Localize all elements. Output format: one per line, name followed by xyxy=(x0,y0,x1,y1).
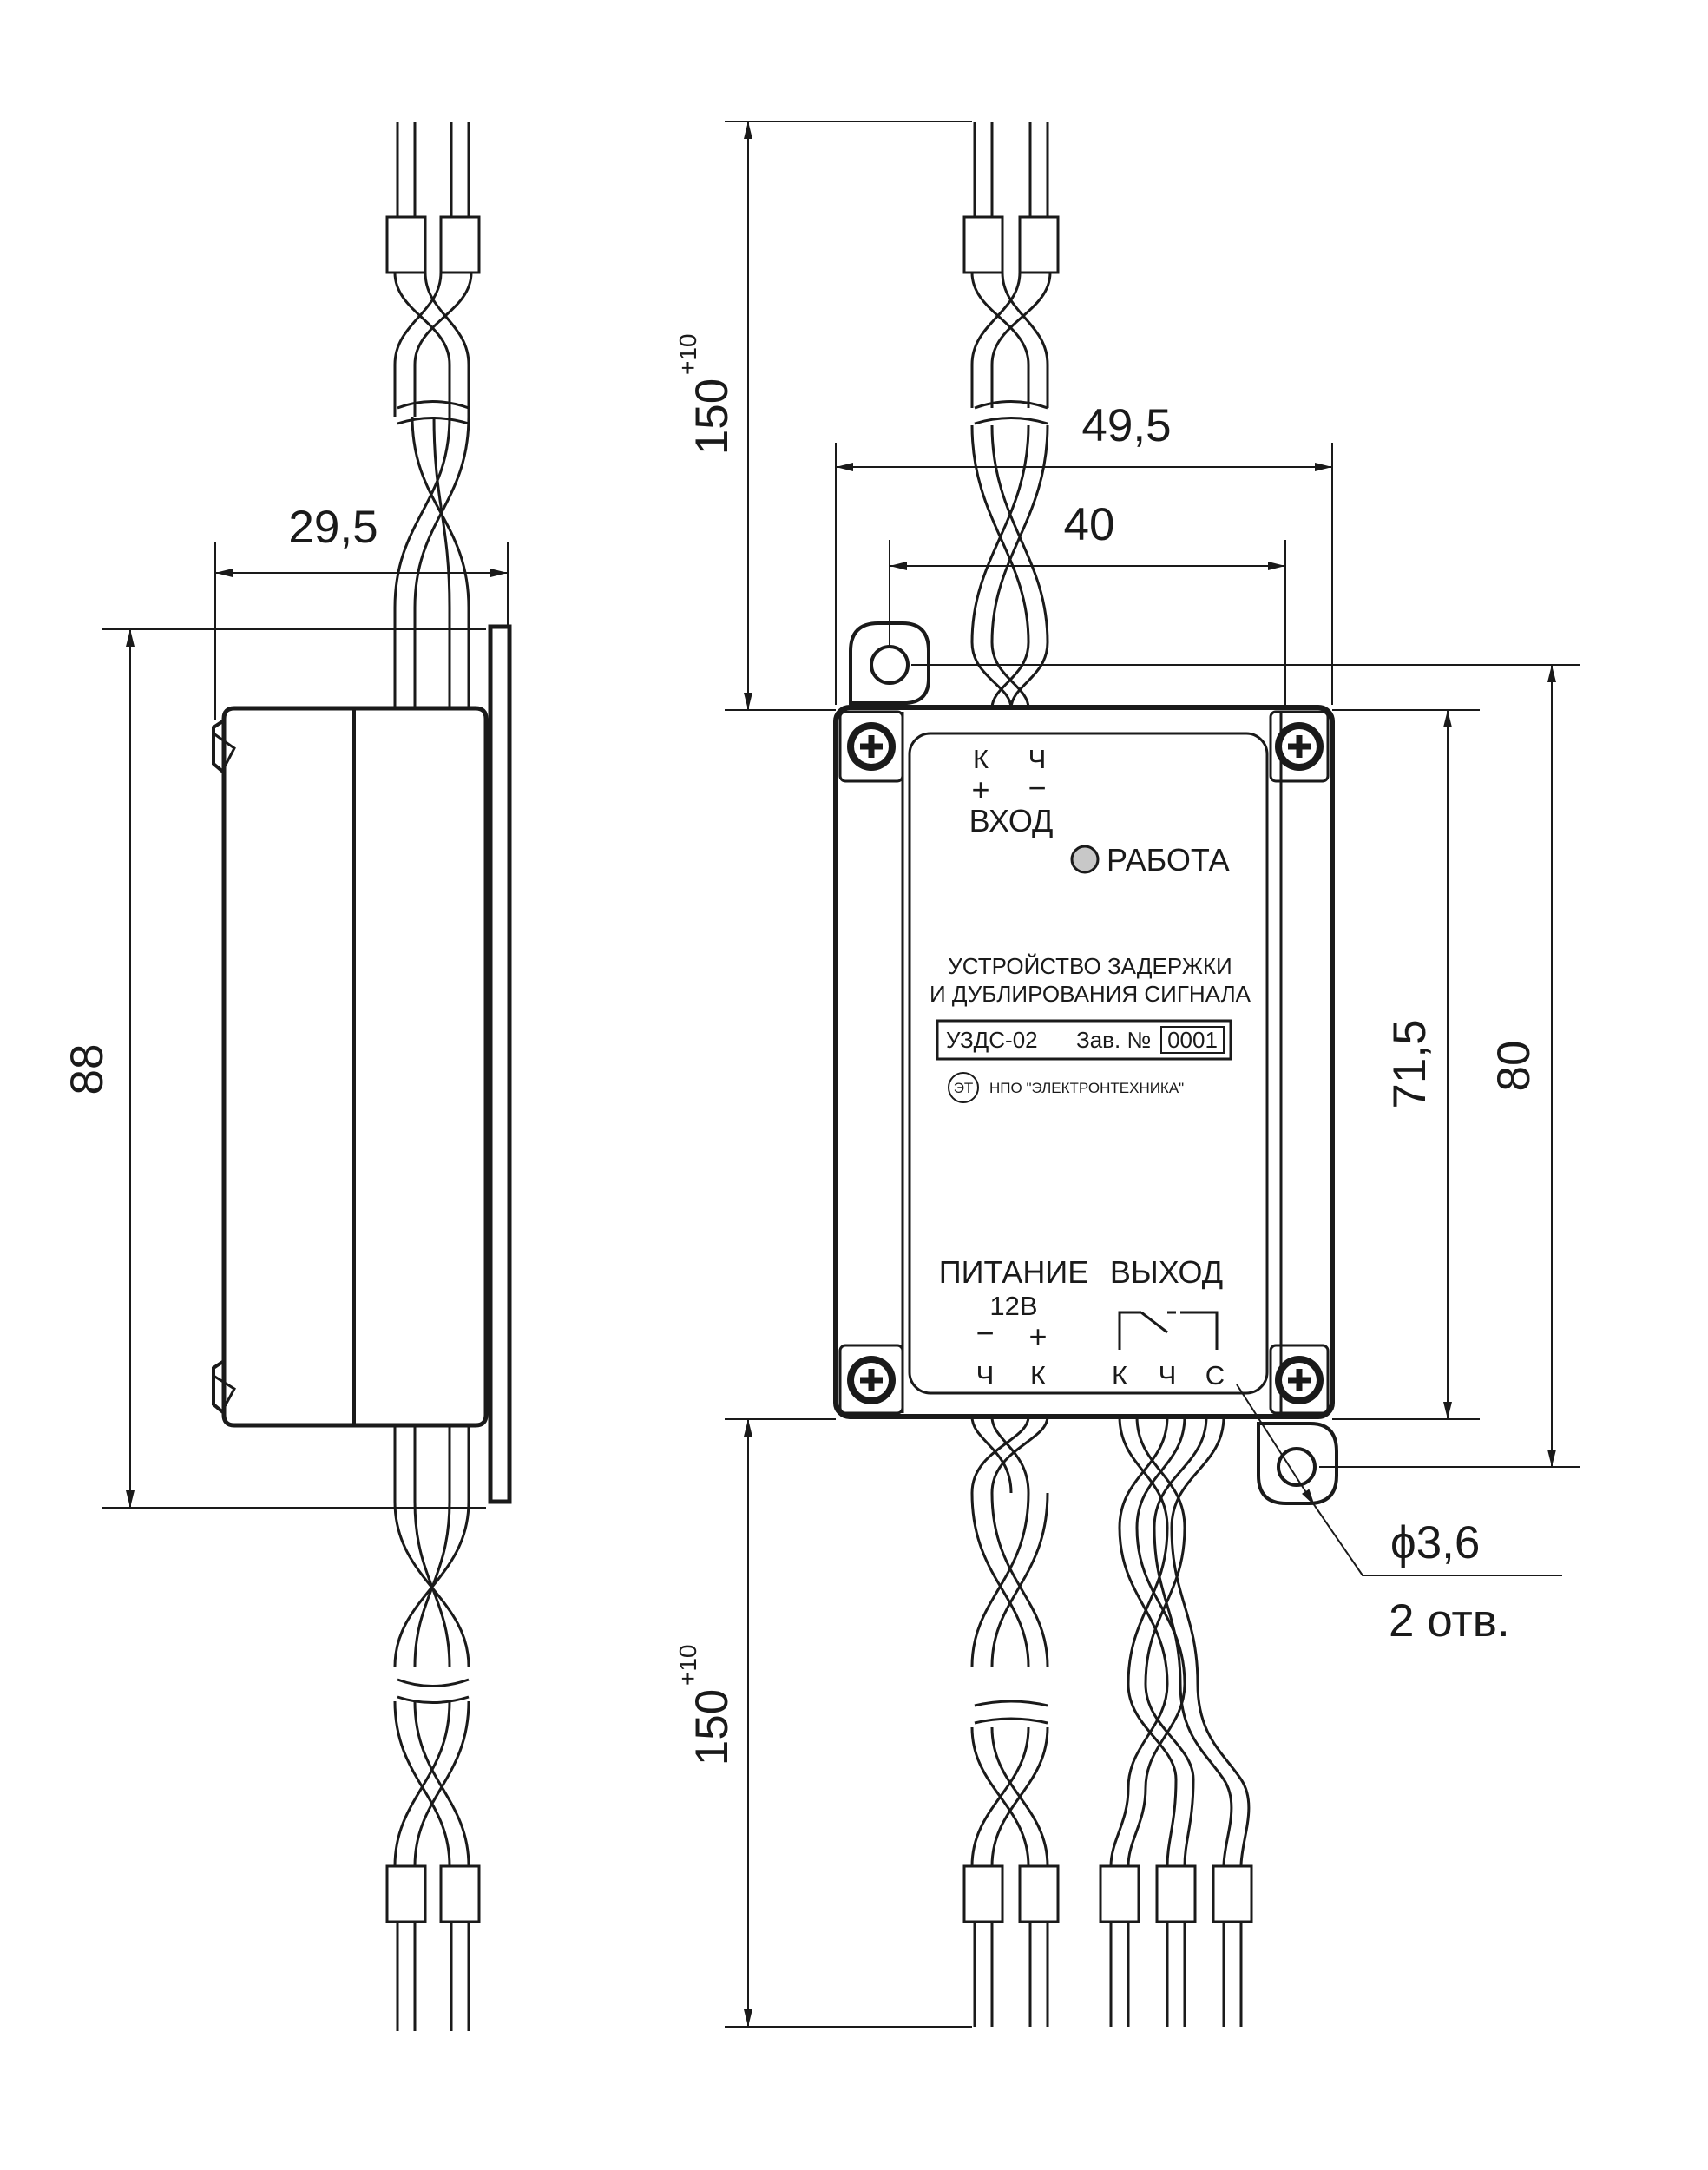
hole-diameter-label: ϕ3,6 xyxy=(1390,1517,1480,1568)
status-led-label: РАБОТА xyxy=(1107,842,1230,878)
mount-height-label: 80 xyxy=(1488,1041,1540,1092)
dimension-body-height: 71,5 xyxy=(1332,709,1480,1420)
power-terminal-k: К xyxy=(1030,1360,1046,1391)
screw-top-right-icon xyxy=(1275,722,1324,771)
input-section: К Ч + − ВХОД xyxy=(969,744,1054,838)
power-ferrule-left xyxy=(962,1864,1004,1923)
screw-top-left-icon xyxy=(847,722,896,771)
relay-contact-icon xyxy=(1118,1311,1219,1350)
overall-width-label: 49,5 xyxy=(1081,400,1171,451)
serial-box xyxy=(1160,1026,1225,1054)
manufacturer-name: НПО "ЭЛЕКТРОНТЕХНИКА" xyxy=(989,1080,1184,1096)
side-height-label: 88 xyxy=(62,1044,113,1095)
output-label: ВЫХОД xyxy=(1110,1254,1223,1290)
output-section: ВЫХОД К Ч С xyxy=(1110,1254,1225,1391)
serial-label: Зав. № xyxy=(1076,1027,1151,1053)
body-height-label: 71,5 xyxy=(1384,1019,1435,1108)
side-view-top-wires xyxy=(385,122,481,707)
top-ferrule-right xyxy=(1018,215,1060,274)
front-view: К Ч + − ВХОД РАБОТА УСТРОЙСТВО ЗАДЕРЖКИ … xyxy=(674,121,1580,2028)
screw-bottom-right-icon xyxy=(1275,1356,1324,1404)
output-terminal-c: С xyxy=(1205,1360,1225,1391)
front-bottom-wires-output xyxy=(1099,1416,1253,2027)
dimension-side-height: 88 xyxy=(62,628,486,1509)
front-bottom-wires-power xyxy=(962,1416,1060,2027)
output-ferrule-c xyxy=(1212,1864,1253,1923)
output-terminal-k: К xyxy=(1112,1360,1127,1391)
side-view-bottom-wires xyxy=(385,1425,481,2031)
output-terminal-ch: Ч xyxy=(1159,1360,1177,1391)
front-top-wires xyxy=(962,122,1060,709)
bottom-lead-tolerance: +10 xyxy=(674,1645,701,1687)
input-plus: + xyxy=(971,772,989,807)
dimension-top-lead: 150 +10 xyxy=(674,121,972,711)
screw-bottom-left-icon xyxy=(847,1356,896,1404)
input-label: ВХОД xyxy=(969,803,1054,838)
model-name: УЗДС-02 xyxy=(946,1027,1038,1053)
top-ferrule-left xyxy=(962,215,1004,274)
device-title-line2: И ДУБЛИРОВАНИЯ СИГНАЛА xyxy=(930,981,1251,1007)
bottom-lead-length: 150 xyxy=(686,1689,738,1766)
input-terminal-ch: Ч xyxy=(1028,744,1047,774)
status-indicator: РАБОТА xyxy=(1070,842,1230,878)
enclosure-outline xyxy=(833,705,1335,1419)
front-label-plate xyxy=(908,732,1269,1395)
hole-spacing-label: 40 xyxy=(1064,499,1115,550)
power-minus: − xyxy=(976,1315,994,1351)
output-ferrule-k xyxy=(1099,1864,1140,1923)
power-section: ПИТАНИЕ 12В − + Ч К xyxy=(939,1254,1088,1391)
device-info: УСТРОЙСТВО ЗАДЕРЖКИ И ДУБЛИРОВАНИЯ СИГНА… xyxy=(930,953,1251,1103)
mount-hole-bottom xyxy=(1277,1447,1317,1487)
power-ferrule-right xyxy=(1018,1864,1060,1923)
manufacturer-logo: ЭТ xyxy=(948,1072,979,1103)
model-plate xyxy=(936,1019,1232,1061)
side-width-label: 29,5 xyxy=(288,502,378,553)
power-plus: + xyxy=(1028,1318,1047,1354)
dimension-overall-width: 49,5 xyxy=(835,400,1333,705)
dimension-side-width: 29,5 xyxy=(214,502,509,720)
status-led-icon xyxy=(1070,845,1100,874)
side-view: 29,5 88 xyxy=(62,122,512,2031)
hole-count-label: 2 отв. xyxy=(1389,1595,1510,1647)
serial-number: 0001 xyxy=(1167,1027,1218,1053)
top-lead-length: 150 xyxy=(686,378,738,455)
front-body xyxy=(833,621,1338,1505)
logo-text: ЭТ xyxy=(954,1080,974,1096)
output-ferrule-ch xyxy=(1155,1864,1197,1923)
mount-hole-top xyxy=(870,645,910,685)
dimension-bottom-lead: 150 +10 xyxy=(674,1418,972,2028)
dimension-mount-height: 80 xyxy=(911,664,1580,1468)
power-voltage: 12В xyxy=(989,1291,1037,1321)
input-minus: − xyxy=(1028,770,1046,806)
top-lead-tolerance: +10 xyxy=(674,334,701,376)
power-label: ПИТАНИЕ xyxy=(939,1254,1088,1290)
power-terminal-ch: Ч xyxy=(976,1360,995,1391)
dimension-hole-spacing: 40 xyxy=(889,499,1286,707)
input-terminal-k: К xyxy=(973,744,989,774)
hole-callout: ϕ3,6 2 отв. xyxy=(1236,1384,1562,1647)
device-title-line1: УСТРОЙСТВО ЗАДЕРЖКИ xyxy=(948,953,1232,979)
side-view-body xyxy=(212,624,512,1504)
